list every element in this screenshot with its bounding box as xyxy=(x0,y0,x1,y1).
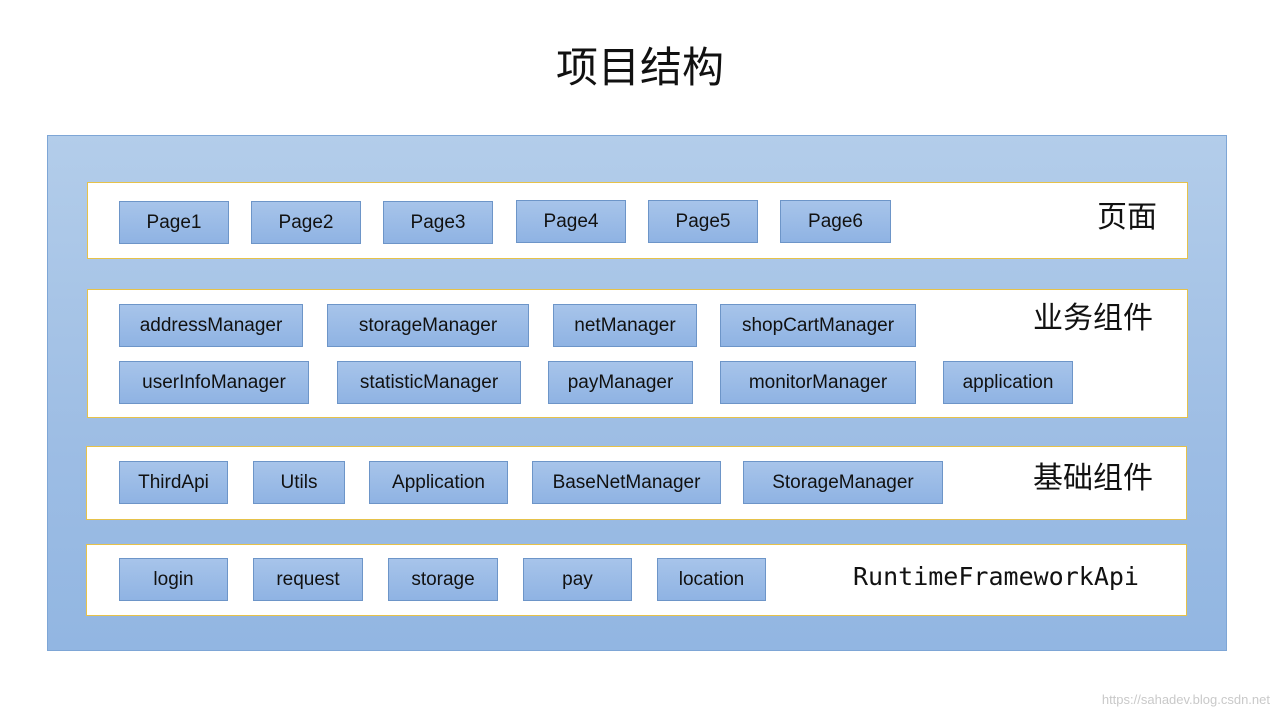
runtime-api-box: location xyxy=(657,558,766,601)
watermark: https://sahadev.blog.csdn.net xyxy=(1101,692,1270,707)
base-component-box: Application xyxy=(369,461,508,504)
business-component-box: payManager xyxy=(548,361,693,404)
page-box: Page4 xyxy=(516,200,626,243)
business-component-box: statisticManager xyxy=(337,361,521,404)
business-component-box: netManager xyxy=(553,304,697,347)
runtime-api-box: request xyxy=(253,558,363,601)
page-box: Page6 xyxy=(780,200,891,243)
base-component-box: Utils xyxy=(253,461,345,504)
base-component-box: StorageManager xyxy=(743,461,943,504)
page-box: Page1 xyxy=(119,201,229,244)
layer-business-label: 业务组件 xyxy=(1033,301,1153,336)
layer-pages-label: 页面 xyxy=(1097,200,1157,235)
runtime-api-box: login xyxy=(119,558,228,601)
base-component-box: BaseNetManager xyxy=(532,461,721,504)
base-component-box: ThirdApi xyxy=(119,461,228,504)
runtime-api-box: storage xyxy=(388,558,498,601)
business-component-box: storageManager xyxy=(327,304,529,347)
layer-runtime-label: RuntimeFrameworkApi xyxy=(853,562,1139,591)
business-component-box: monitorManager xyxy=(720,361,916,404)
business-component-box: userInfoManager xyxy=(119,361,309,404)
page-box: Page3 xyxy=(383,201,493,244)
page-box: Page5 xyxy=(648,200,758,243)
layer-base-label: 基础组件 xyxy=(1033,461,1153,496)
runtime-api-box: pay xyxy=(523,558,632,601)
business-component-box: application xyxy=(943,361,1073,404)
business-component-box: shopCartManager xyxy=(720,304,916,347)
page-box: Page2 xyxy=(251,201,361,244)
business-component-box: addressManager xyxy=(119,304,303,347)
diagram-title: 项目结构 xyxy=(555,43,724,92)
